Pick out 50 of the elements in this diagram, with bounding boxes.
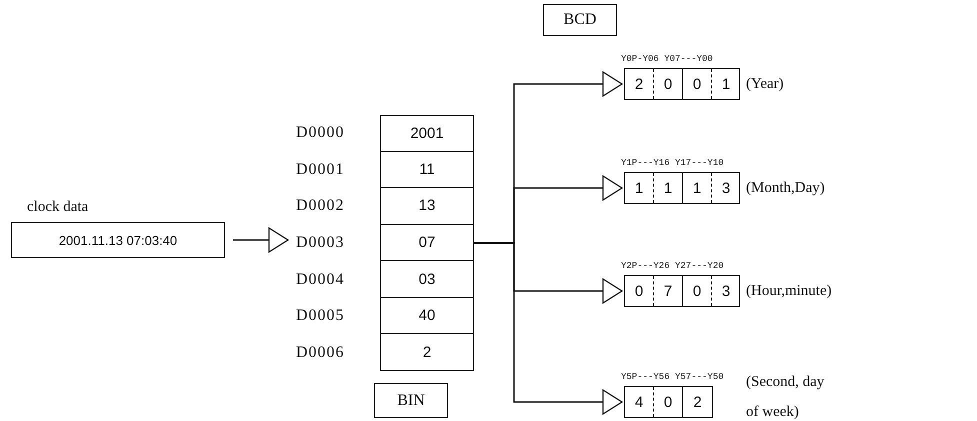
digit-value: 4 — [634, 394, 644, 410]
digit-value: 3 — [722, 180, 730, 196]
block-arrow — [233, 227, 289, 253]
cell-value: 40 — [418, 307, 436, 324]
digit-value: 0 — [664, 394, 672, 410]
digit-value: 0 — [692, 76, 702, 92]
digit-value: 1 — [664, 180, 672, 196]
bit-range-label: Y5P---Y56 Y57---Y50 — [621, 372, 724, 382]
cell-value: 11 — [419, 160, 435, 178]
address-label: D0004 — [295, 270, 346, 289]
field-description: (Second, day of week) — [746, 373, 826, 421]
table-cell — [380, 115, 474, 152]
table-cell — [380, 261, 474, 298]
table-cell — [380, 188, 474, 225]
field-description: (Month,Day) — [746, 179, 826, 197]
tag-box: BIN — [374, 383, 448, 418]
bit-range-label: Y0P-Y06 Y07---Y00 — [621, 54, 713, 64]
tag-box: BCD — [543, 4, 617, 36]
digit-value: 0 — [634, 282, 644, 300]
cell-value: 2001 — [410, 124, 444, 142]
data-box: 2001.11.13 07:03:40 — [11, 222, 225, 258]
address-label: D0006 — [295, 344, 346, 362]
digit-value: 3 — [722, 282, 730, 300]
cell-value: 07 — [418, 234, 436, 252]
address-label: D0002 — [295, 197, 346, 216]
table-cell — [380, 152, 474, 188]
address-label: D0000 — [295, 124, 346, 142]
digit-value: 1 — [722, 76, 730, 92]
table-cell — [380, 334, 474, 372]
table-cell — [380, 224, 474, 262]
digit-value: 1 — [692, 180, 702, 196]
field-description: (Hour,minute) — [746, 282, 833, 300]
cell-value: 03 — [418, 270, 436, 288]
cell-value: 2 — [422, 344, 432, 361]
digit-value: 2 — [693, 394, 702, 410]
field-description: (Year) — [746, 75, 785, 93]
box-heading: clock data — [26, 199, 90, 216]
digit-value: 2 — [634, 76, 644, 92]
digit-value: 0 — [692, 282, 702, 300]
digit-value: 0 — [664, 76, 672, 92]
cell-value: 13 — [418, 197, 436, 214]
bit-range-label: Y1P---Y16 Y17---Y10 — [621, 158, 724, 168]
block-arrow — [474, 242, 623, 415]
address-label: D0001 — [295, 160, 346, 179]
bit-range-label: Y2P---Y26 Y27---Y20 — [621, 261, 724, 271]
digit-value: 7 — [664, 282, 672, 300]
address-label: D0005 — [295, 307, 346, 326]
address-label: D0003 — [295, 234, 346, 252]
digit-value: 1 — [634, 180, 644, 196]
table-cell — [380, 298, 474, 334]
